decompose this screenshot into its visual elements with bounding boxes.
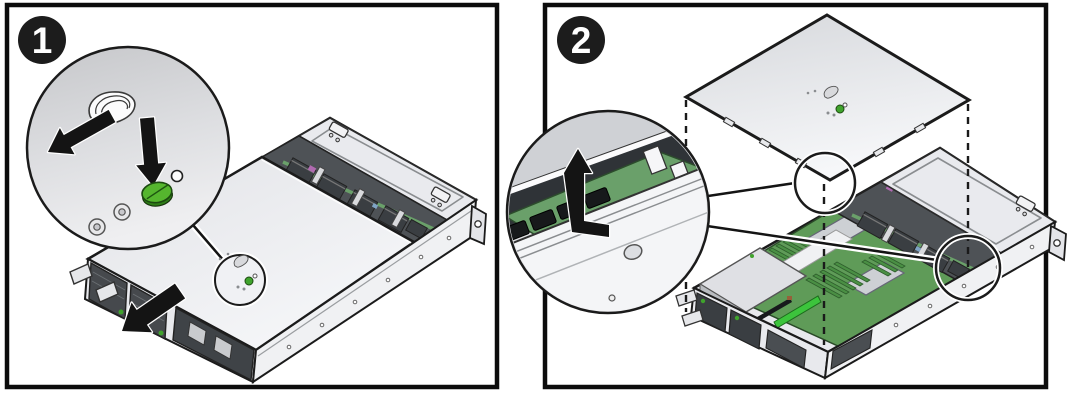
riser-slot xyxy=(773,295,822,329)
rack-ear-hole xyxy=(1053,239,1061,247)
cover-latch-clip xyxy=(430,186,451,208)
dimm-bank xyxy=(861,251,906,277)
server-2-motherboard xyxy=(698,209,957,347)
cover-screw xyxy=(113,203,131,221)
callout-lines xyxy=(706,179,938,264)
backplane-standoffs xyxy=(310,165,406,229)
bay-tab xyxy=(213,335,233,360)
release-button-inset xyxy=(25,45,231,251)
step-1-badge: 1 xyxy=(18,16,66,64)
inset-circle xyxy=(25,45,231,251)
thumb-press-mark-icon xyxy=(233,254,249,268)
side-cutout xyxy=(830,329,873,370)
cover-screw xyxy=(88,218,106,236)
psu-led xyxy=(158,330,164,336)
chassis-rivets xyxy=(893,244,1035,328)
slide-direction-arrow-icon xyxy=(46,108,117,156)
io-cutout xyxy=(765,329,807,369)
psu-led xyxy=(700,298,706,304)
backplane-connector-magenta xyxy=(307,165,317,173)
bay-tab xyxy=(187,321,207,346)
step-2-badge: 2 xyxy=(557,16,605,64)
psu-handle xyxy=(69,263,93,285)
chassis-edge-callout-circle xyxy=(792,150,858,216)
step-1-number: 1 xyxy=(32,20,53,61)
press-button-arrow-icon xyxy=(134,116,168,188)
release-button-dot xyxy=(244,276,254,286)
cpu-heatsink xyxy=(844,261,906,296)
backplane-connector-blue xyxy=(371,203,379,209)
cover-latch-clip xyxy=(1015,195,1036,217)
server-1-front-face xyxy=(69,257,258,384)
chassis-rivets xyxy=(286,235,452,350)
rear-panel-recess xyxy=(311,126,464,212)
chassis-wall xyxy=(509,166,707,311)
chassis-edge-callout-circle xyxy=(933,233,1003,303)
cover-gap xyxy=(509,116,707,196)
slide-cover-arrow-icon xyxy=(120,282,187,334)
cover-pivot-hole xyxy=(170,169,184,183)
psu-handle xyxy=(681,309,704,327)
panel-2-step-lift-cover: 2 xyxy=(505,13,1067,380)
psu-led xyxy=(734,315,740,321)
server-2-lifted-cover xyxy=(683,13,972,182)
backplane-connector-blue xyxy=(914,246,922,252)
rack-ear-hole xyxy=(474,220,482,228)
thumb-press-mark-icon xyxy=(823,85,839,99)
cover-button-location-callout xyxy=(212,252,268,308)
psu-handle xyxy=(95,281,119,303)
rear-panel-recess xyxy=(892,157,1042,245)
cover-latch-clip xyxy=(328,121,349,143)
callout-line xyxy=(192,224,225,262)
cover-markings xyxy=(806,85,848,117)
panel-1-step-press-and-slide: 1 xyxy=(18,16,487,384)
cover-knob xyxy=(623,243,643,261)
cover-markings xyxy=(218,252,258,291)
wall-screw xyxy=(608,294,616,302)
release-button-dot xyxy=(835,104,845,114)
psu-led xyxy=(118,309,124,315)
lift-cover-arrow-icon xyxy=(562,147,611,239)
release-button xyxy=(141,181,173,207)
server-2-fan-row xyxy=(830,181,1003,281)
cover-edge-inset xyxy=(505,109,711,315)
server-1 xyxy=(69,116,487,384)
step-2-number: 2 xyxy=(571,20,592,61)
